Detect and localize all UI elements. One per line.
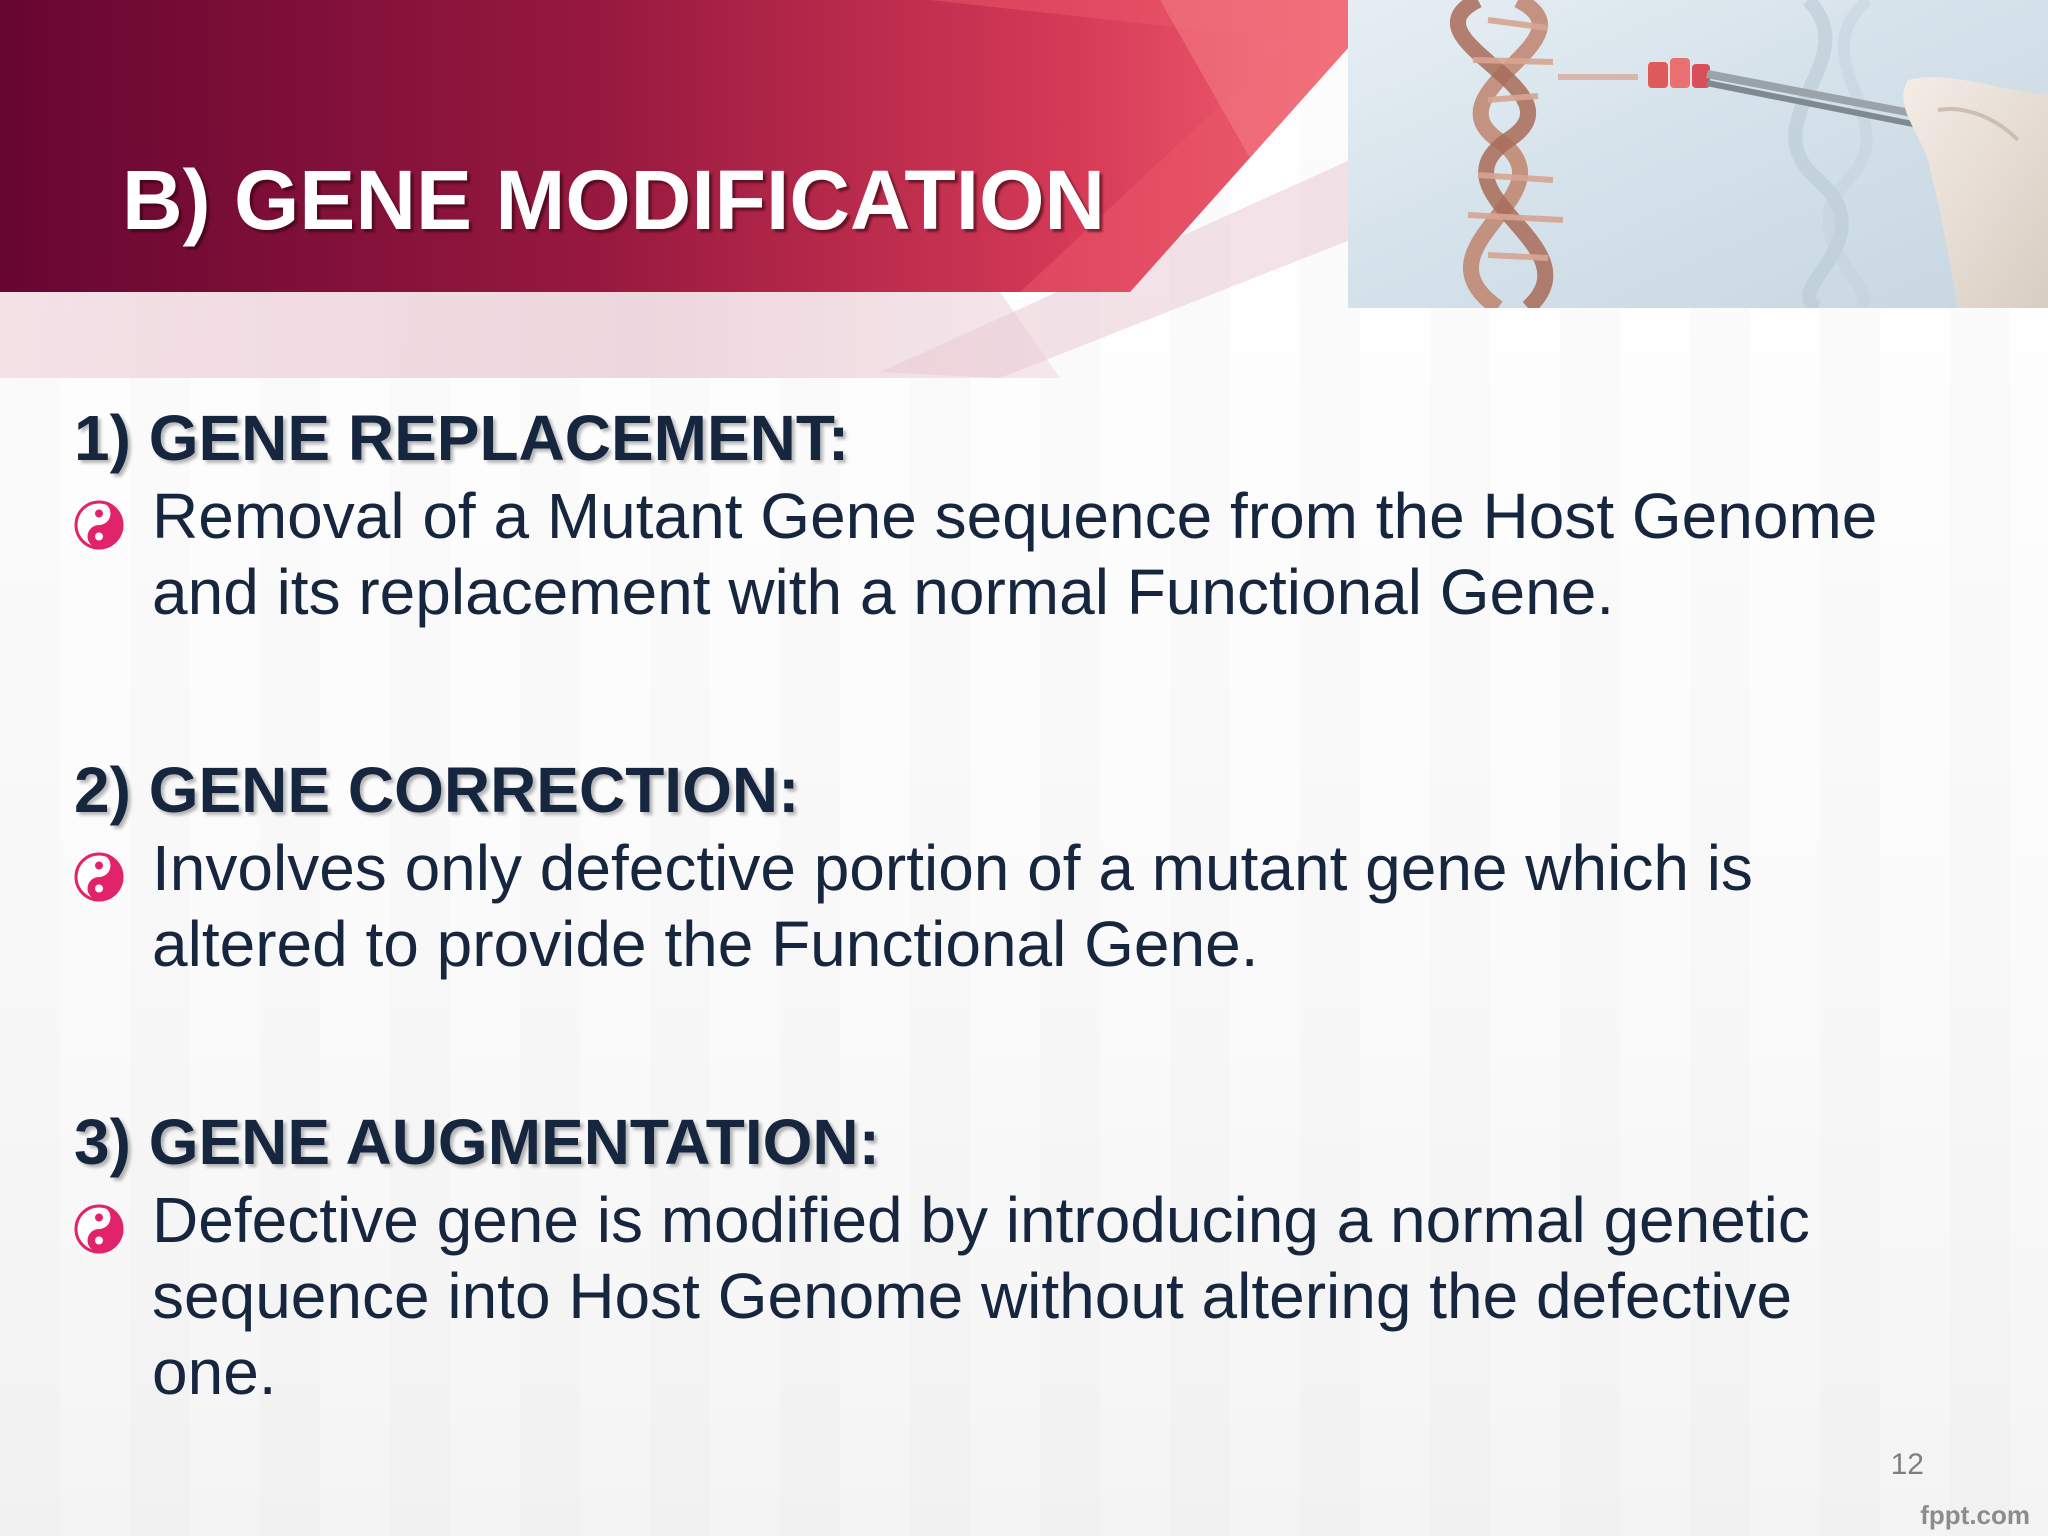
bullet-line: one. <box>152 1336 277 1408</box>
section-heading: 3) GENE AUGMENTATION: <box>74 1106 880 1178</box>
bullet-line: altered to provide the Functional Gene. <box>152 908 1259 980</box>
watermark-text: fppt.com <box>1920 1500 2030 1530</box>
content-area: 1) GENE REPLACEMENT: Removal of a Mutant… <box>74 400 2014 1410</box>
bullet-line: Removal of a Mutant Gene sequence from t… <box>152 480 1878 552</box>
bullet-item: Involves only defective portion of a mut… <box>74 830 2014 982</box>
bullet-line: and its replacement with a normal Functi… <box>152 556 1615 628</box>
section-gene-replacement: 1) GENE REPLACEMENT: Removal of a Mutant… <box>74 400 2014 630</box>
page-number: 12 <box>1890 1448 1924 1481</box>
bullet-item: Defective gene is modified by introducin… <box>74 1182 2014 1410</box>
section-gene-correction: 2) GENE CORRECTION: Involves only defect… <box>74 752 2014 982</box>
dna-helix-image <box>1348 0 2048 308</box>
bullet-line: sequence into Host Genome without alteri… <box>152 1260 1793 1332</box>
yin-yang-icon <box>74 1204 124 1254</box>
bullet-line: Involves only defective portion of a mut… <box>152 832 1753 904</box>
header-banner <box>0 0 2048 380</box>
section-heading: 2) GENE CORRECTION: <box>74 754 800 826</box>
section-heading: 1) GENE REPLACEMENT: <box>74 402 850 474</box>
yin-yang-icon <box>74 500 124 550</box>
bullet-line: Defective gene is modified by introducin… <box>152 1184 1810 1256</box>
section-gene-augmentation: 3) GENE AUGMENTATION: Defective gene is … <box>74 1104 2014 1410</box>
slide-title: B) GENE MODIFICATION <box>122 153 1106 247</box>
bullet-item: Removal of a Mutant Gene sequence from t… <box>74 478 2014 630</box>
yin-yang-icon <box>74 852 124 902</box>
